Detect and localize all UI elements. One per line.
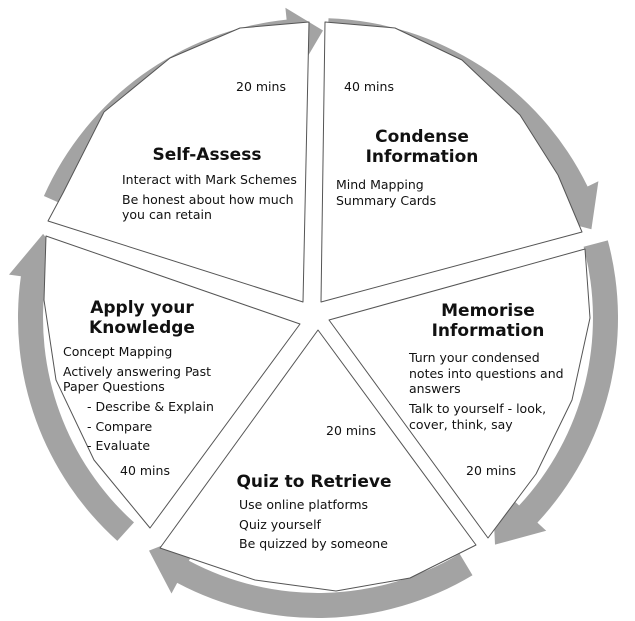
memorise-note: cover, think, say <box>409 416 513 432</box>
cycle-segments <box>43 21 591 592</box>
apply-note: - Evaluate <box>87 438 151 454</box>
apply-note: - Compare <box>87 418 153 434</box>
apply-note: Paper Questions <box>63 379 165 395</box>
memorise-note: Talk to yourself - look, <box>409 400 547 416</box>
quiz-note: Quiz yourself <box>239 516 321 532</box>
condense-notes: Mind Mapping Summary Cards <box>336 177 436 208</box>
condense-note: Mind Mapping <box>336 177 424 192</box>
memorise-note: answers <box>409 381 461 397</box>
quiz-note: Use online platforms <box>239 497 369 512</box>
ring-arrow-quiz <box>149 528 473 619</box>
self-assess-note: Interact with Mark Schemes <box>122 172 297 187</box>
quiz-notes: Use online platforms Quiz yourself Be qu… <box>239 497 388 552</box>
apply-note: Concept Mapping <box>63 344 173 359</box>
apply-title-line: Apply your <box>90 298 194 318</box>
ring-arrow-apply <box>9 233 134 541</box>
quiz-time: 20 mins <box>326 423 376 438</box>
quiz-title-line: Quiz to Retrieve <box>236 472 392 492</box>
memorise-note: Turn your condensed <box>409 350 540 365</box>
self-assess-note: Be honest about how much <box>122 191 294 207</box>
self-assess-title-line: Self-Assess <box>152 145 262 165</box>
memorise-title-line: Memorise <box>441 301 535 321</box>
apply-note: Actively answering Past <box>63 363 212 379</box>
condense-title: Condense Information <box>352 127 492 167</box>
self-assess-notes: Interact with Mark Schemes Be honest abo… <box>122 172 297 223</box>
apply-note: - Describe & Explain <box>87 398 214 414</box>
self-assess-title: Self-Assess <box>147 145 267 165</box>
memorise-title: Memorise Information <box>418 301 558 341</box>
apply-title-line: Knowledge <box>89 318 195 339</box>
memorise-time: 20 mins <box>466 463 516 478</box>
quiz-title: Quiz to Retrieve <box>234 472 394 492</box>
condense-title-line: Condense <box>375 127 469 147</box>
condense-title-line: Information <box>365 147 479 168</box>
segment-memorise <box>328 248 591 539</box>
condense-time: 40 mins <box>344 79 394 94</box>
self-assess-note: you can retain <box>122 207 212 223</box>
condense-note: Summary Cards <box>336 192 437 208</box>
memorise-note: notes into questions and <box>409 365 564 381</box>
quiz-note: Be quizzed by someone <box>239 536 388 552</box>
self-assess-time: 20 mins <box>236 79 286 94</box>
segment-quiz <box>159 329 477 592</box>
memorise-notes: Turn your condensed notes into questions… <box>409 350 564 432</box>
segment-condense <box>320 21 583 303</box>
apply-time: 40 mins <box>120 463 170 478</box>
apply-notes: Concept Mapping Actively answering Past … <box>63 344 214 454</box>
segment-apply <box>43 235 301 529</box>
apply-title: Apply your Knowledge <box>82 298 202 338</box>
memorise-title-line: Information <box>431 321 545 342</box>
segment-self-assess <box>47 21 310 303</box>
